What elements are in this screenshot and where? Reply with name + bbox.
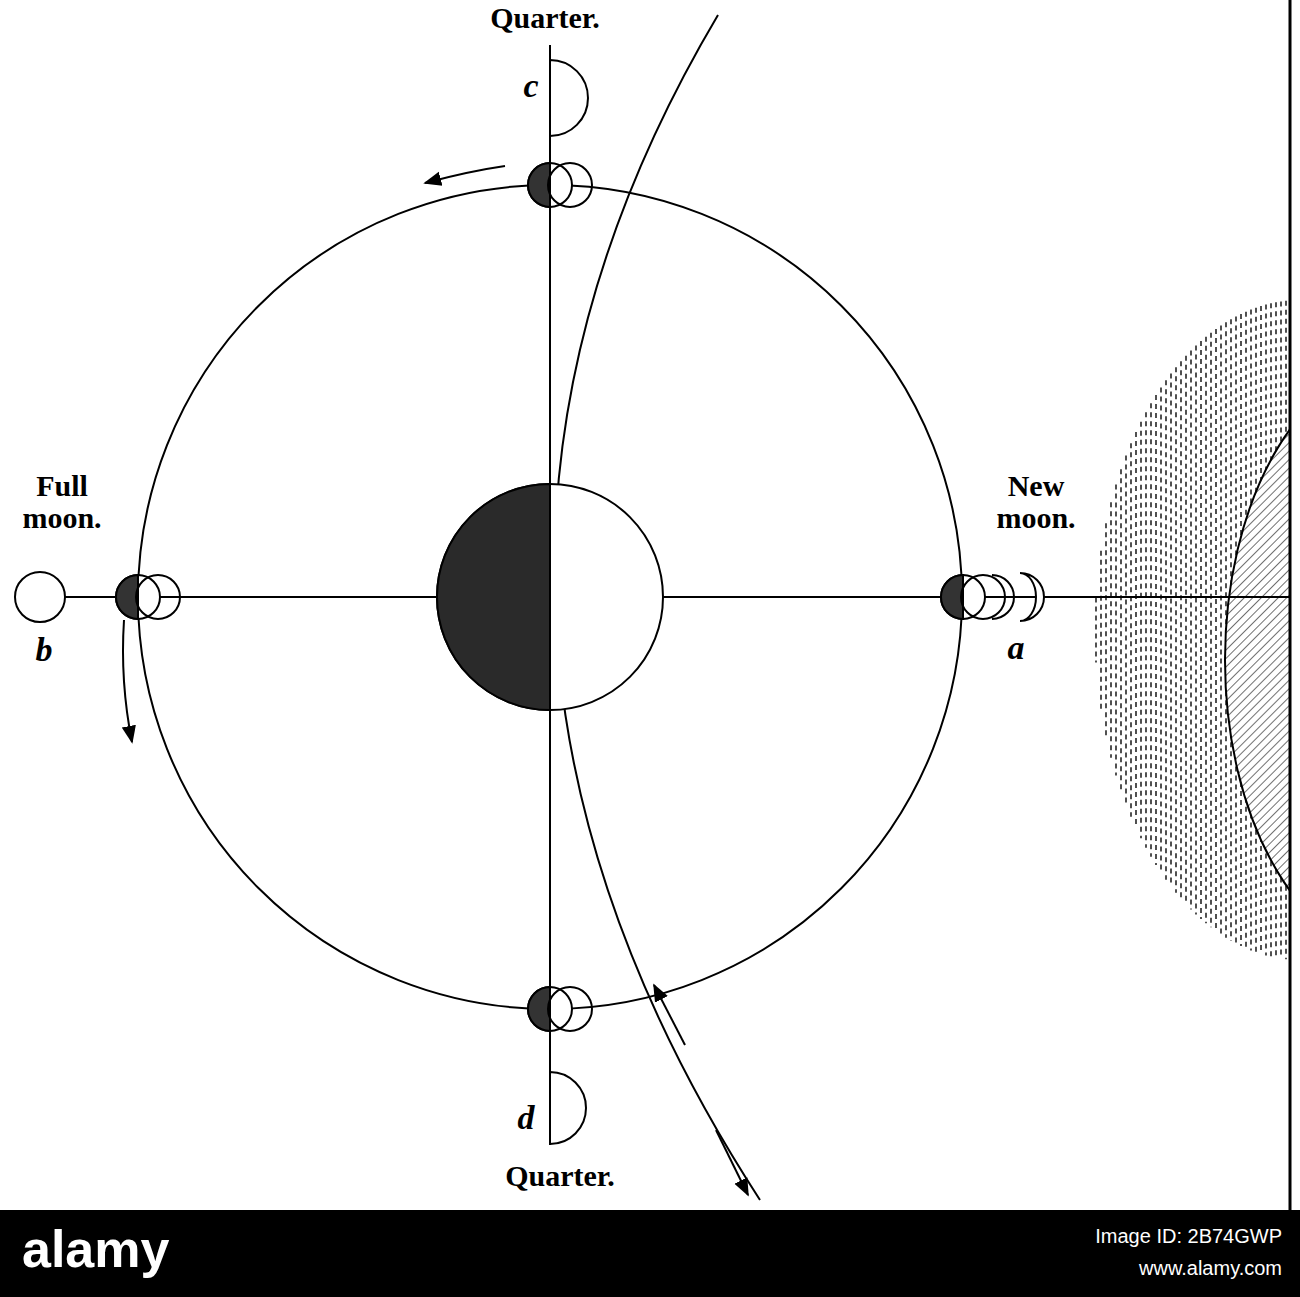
phase-label: New moon. [980, 470, 1092, 533]
glow-stroke [1125, 456, 1127, 805]
orbit-moon [528, 163, 592, 207]
orbit-moon [941, 575, 1005, 619]
moon-orbit [138, 185, 962, 1009]
glow-stroke [1220, 325, 1222, 934]
glow-stroke [1095, 597, 1097, 662]
glow-stroke [1200, 341, 1202, 919]
glow-stroke [1205, 337, 1207, 924]
glow-stroke [1100, 551, 1102, 710]
watermark: alamy [22, 1222, 169, 1277]
glow-stroke [1195, 346, 1197, 915]
motion-arrow [716, 1130, 748, 1195]
sun [1225, 360, 1290, 960]
sun-edge [1289, 0, 1292, 1210]
position-letter: d [518, 1100, 535, 1136]
motion-arrow [654, 985, 685, 1045]
glow-stroke [1110, 502, 1112, 758]
glow-stroke [1185, 356, 1187, 905]
glow-stroke [1165, 380, 1167, 879]
glow-stroke [1140, 422, 1142, 839]
motion-arrow [425, 166, 505, 183]
watermark-bar [0, 1210, 1300, 1297]
glow-stroke [1145, 412, 1147, 848]
position-letter: b [36, 632, 53, 668]
glow-stroke [1215, 329, 1217, 931]
earth [437, 484, 663, 710]
orbit-moon [116, 575, 180, 619]
phase-label: Full moon. [6, 470, 118, 533]
glow-stroke [1155, 395, 1157, 865]
glow-stroke [1190, 351, 1192, 910]
glow-stroke [1180, 361, 1182, 898]
watermark: www.alamy.com [1139, 1258, 1282, 1279]
orbit-moons [116, 163, 1005, 1031]
orbit-moon [528, 987, 592, 1031]
phase-label: Quarter. [490, 2, 600, 34]
glow-stroke [1210, 333, 1212, 928]
glow-stroke [1170, 374, 1172, 887]
glow-stroke [1130, 443, 1132, 817]
glow-stroke [1115, 485, 1117, 776]
glow-stroke [1175, 367, 1177, 893]
glow-stroke [1135, 432, 1137, 828]
glow-stroke [1150, 403, 1152, 856]
phase-label: Quarter. [505, 1160, 615, 1192]
position-letter: c [523, 68, 538, 104]
position-letter: a [1008, 630, 1025, 666]
watermark: Image ID: 2B74GWP [1095, 1226, 1282, 1247]
moon-appearance [15, 60, 1044, 1144]
glow-stroke [1105, 523, 1107, 736]
glow-stroke [1160, 387, 1162, 872]
glow-stroke [1120, 469, 1122, 791]
motion-arrow [123, 620, 132, 742]
